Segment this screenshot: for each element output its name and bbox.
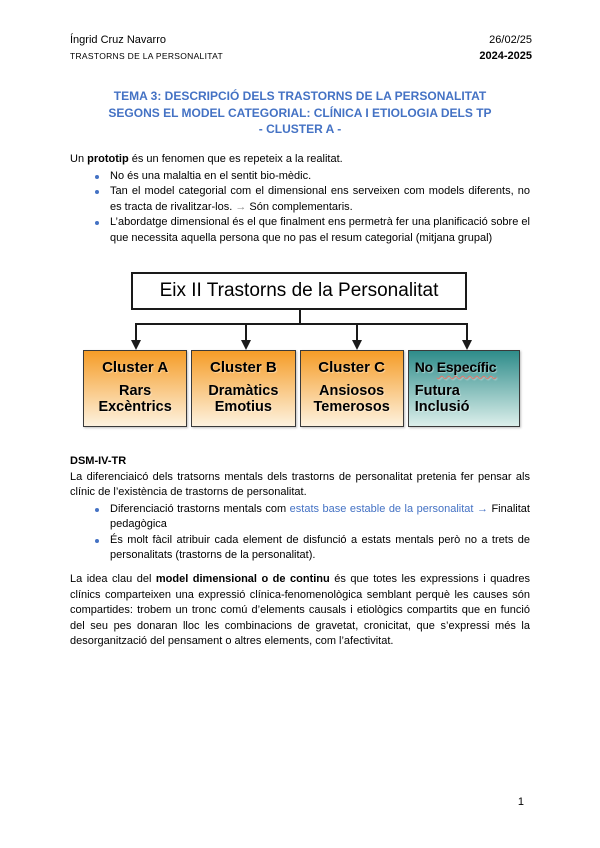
highlighted-blue-text: estats base estable de la personalitat → bbox=[289, 502, 488, 515]
cluster-subtitle: Futura Inclusió bbox=[415, 383, 517, 415]
list-item: Diferenciació trastorns mentals com esta… bbox=[95, 502, 530, 533]
cluster-subtitle-line: Dramàtics bbox=[208, 382, 279, 399]
cluster-subtitle-line: Inclusió bbox=[414, 398, 470, 415]
conclusion-text-pre: La idea clau del bbox=[70, 573, 156, 585]
bullet-text: L’abordatge dimensional és el que finalm… bbox=[110, 216, 530, 244]
cluster-subtitle-line: Temerosos bbox=[313, 398, 390, 415]
intro-text-bold: prototip bbox=[87, 153, 129, 165]
no-especific-box: No Específic Futura Inclusió bbox=[407, 350, 520, 427]
intro-bullet-list: No és una malaltia en el sentit bio-mèdi… bbox=[70, 169, 530, 247]
diagram-connector-lines bbox=[131, 310, 472, 350]
list-item: És molt fàcil atribuir cada element de d… bbox=[95, 533, 530, 564]
cluster-title: No Específic bbox=[414, 359, 517, 376]
list-item: No és una malaltia en el sentit bio-mèdi… bbox=[95, 169, 530, 185]
title-line-2: SEGONS EL MODEL CATEGORIAL: CLÍNICA I ET… bbox=[108, 105, 492, 120]
course-name: TRASTORNS DE LA PERSONALITAT bbox=[70, 51, 223, 61]
dsm-paragraph: La diferenciaicó dels tratsorns mentals … bbox=[70, 470, 530, 499]
list-item: Tan el model categorial com el dimension… bbox=[95, 184, 530, 215]
diagram-root-box: Eix II Trastorns de la Personalitat bbox=[131, 272, 467, 310]
page-header: Íngrid Cruz Navarro TRASTORNS DE LA PERS… bbox=[70, 34, 532, 62]
academic-year: 2024-2025 bbox=[479, 50, 532, 62]
bullet-text: No és una malaltia en el sentit bio-mèdi… bbox=[110, 169, 312, 182]
right-arrow-glyph: → bbox=[235, 200, 247, 213]
cluster-c-box: Cluster C Ansiosos Temerosos bbox=[299, 350, 404, 427]
author-name: Íngrid Cruz Navarro bbox=[70, 34, 166, 46]
arrow-down-icon bbox=[352, 340, 362, 350]
conclusion-text-bold: model dimensional o de continu bbox=[155, 573, 330, 585]
document-title: TEMA 3: DESCRIPCIÓ DELS TRASTORNS DE LA … bbox=[45, 88, 555, 138]
conclusion-paragraph: La idea clau del model dimensional o de … bbox=[70, 572, 530, 650]
cluster-subtitle: Rars Excèntrics bbox=[84, 383, 186, 415]
cluster-subtitle: Dramàtics Emotius bbox=[192, 383, 294, 415]
arrow-down-icon bbox=[241, 340, 251, 350]
header-left: Íngrid Cruz Navarro TRASTORNS DE LA PERS… bbox=[70, 34, 223, 61]
cluster-subtitle-line: Excèntrics bbox=[98, 398, 172, 415]
cluster-b-box: Cluster B Dramàtics Emotius bbox=[191, 350, 296, 427]
conclusion-text-post: és que totes les expressions i quadres c… bbox=[70, 573, 530, 647]
cluster-subtitle: Ansiosos Temerosos bbox=[301, 383, 403, 415]
bullet-text: Són complementaris. bbox=[246, 200, 353, 213]
cluster-title: Cluster B bbox=[210, 359, 277, 376]
bullet-text: Diferenciació trastorns mentals com bbox=[110, 502, 290, 515]
cluster-title-text: No bbox=[414, 359, 437, 375]
diagram-root-label: Eix II Trastorns de la Personalitat bbox=[159, 280, 439, 302]
title-line-3: - CLUSTER A - bbox=[258, 122, 342, 136]
header-right: 26/02/25 2024-2025 bbox=[479, 34, 532, 62]
list-item: L’abordatge dimensional és el que finalm… bbox=[95, 215, 530, 246]
cluster-subtitle-line: Rars bbox=[119, 382, 152, 399]
title-line-1: TEMA 3: DESCRIPCIÓ DELS TRASTORNS DE LA … bbox=[113, 89, 487, 103]
cluster-row: Cluster A Rars Excèntrics Cluster B Dram… bbox=[83, 350, 520, 427]
bullet-text: Finalitat pedagògica bbox=[110, 502, 530, 531]
bullet-text: És molt fàcil atribuir cada element de d… bbox=[110, 533, 530, 562]
cluster-subtitle-line: Futura bbox=[414, 382, 460, 399]
cluster-subtitle-line: Emotius bbox=[214, 398, 272, 415]
cluster-subtitle-line: Ansiosos bbox=[318, 382, 385, 399]
dsm-bullet-list: Diferenciació trastorns mentals com esta… bbox=[70, 502, 530, 564]
intro-text-pre: Un bbox=[70, 153, 88, 165]
conclusion-section: La idea clau del model dimensional o de … bbox=[70, 572, 530, 650]
dsm-heading: DSM-IV-TR bbox=[70, 455, 127, 467]
page-number: 1 bbox=[517, 796, 524, 808]
misspelled-word: Específic bbox=[436, 359, 497, 375]
intro-paragraph: Un prototip és un fenomen que es repetei… bbox=[70, 152, 530, 168]
intro-text-post: és un fenomen que es repeteix a la reali… bbox=[128, 153, 343, 165]
cluster-title: Cluster A bbox=[102, 359, 169, 376]
cluster-a-box: Cluster A Rars Excèntrics bbox=[83, 350, 188, 427]
dsm-section: DSM-IV-TR La diferenciaicó dels tratsorn… bbox=[70, 454, 530, 564]
arrow-down-icon bbox=[462, 340, 472, 350]
bullet-text: Tan el model categorial com el dimension… bbox=[110, 185, 530, 213]
axis-diagram: Eix II Trastorns de la Personalitat Clus… bbox=[70, 272, 530, 427]
cluster-title: Cluster C bbox=[318, 359, 385, 376]
intro-section: Un prototip és un fenomen que es repetei… bbox=[70, 152, 530, 246]
header-date: 26/02/25 bbox=[489, 34, 532, 46]
arrow-down-icon bbox=[131, 340, 141, 350]
